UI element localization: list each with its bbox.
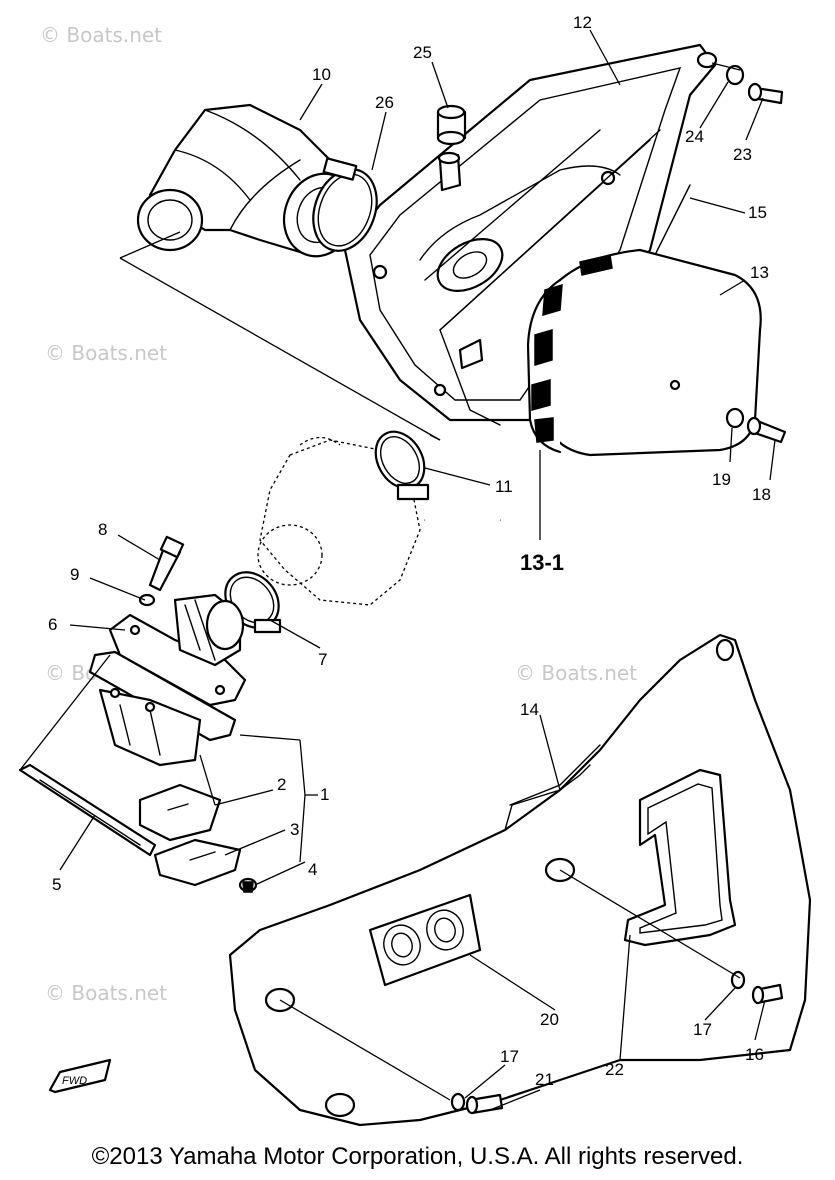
reed-valve-assembly	[88, 650, 237, 767]
decal-20	[368, 893, 482, 987]
washer-17b	[450, 1092, 466, 1112]
washer-19	[725, 407, 745, 429]
callout-7: 7	[318, 650, 327, 669]
screw-23	[747, 82, 784, 105]
washer-24	[725, 64, 745, 86]
side-cover	[228, 633, 812, 1127]
callout-19: 19	[712, 470, 731, 489]
decal-22	[623, 768, 737, 947]
callout-14: 14	[520, 700, 539, 719]
callout-18: 18	[752, 485, 771, 504]
reed-stopper-3	[153, 838, 242, 887]
carburetor-outline	[257, 436, 421, 606]
intake-manifold	[108, 593, 247, 707]
watermark: © Boats.net	[45, 341, 167, 365]
cap-25	[436, 104, 467, 146]
callout-22: 22	[605, 1060, 624, 1079]
callout-17b: 17	[500, 1047, 519, 1066]
watermark: © Boats.net	[515, 661, 637, 685]
callout-15: 15	[748, 203, 767, 222]
callout-11: 11	[495, 477, 513, 496]
callout-4: 4	[308, 860, 317, 879]
callout-21: 21	[535, 1070, 554, 1089]
callout-13: 13	[750, 263, 769, 282]
bolt-8	[148, 535, 185, 592]
copyright-notice: ©2013 Yamaha Motor Corporation, U.S.A. A…	[91, 1143, 744, 1170]
reed-petal-2	[138, 783, 222, 842]
screw-4	[238, 877, 258, 893]
callout-1: 1	[320, 785, 329, 804]
gasket-5	[18, 763, 157, 857]
clamp-11	[374, 430, 430, 501]
callout-5: 5	[52, 875, 61, 894]
callout-17a: 17	[693, 1020, 712, 1039]
callout-3: 3	[290, 820, 299, 839]
forward-arrow-icon: FWD	[48, 1058, 112, 1094]
callout-9: 9	[70, 565, 79, 584]
air-filter-element	[526, 248, 762, 457]
callout-23: 23	[733, 145, 752, 164]
callout-12: 12	[573, 13, 592, 32]
callout-26: 26	[375, 93, 394, 112]
strap-rod	[439, 129, 661, 426]
callout-10: 10	[312, 65, 331, 84]
screw-18	[746, 416, 787, 444]
parts-diagram: © Boats.net © Boats.net © Boats.net © Bo…	[18, 13, 812, 1127]
callout-8: 8	[98, 520, 107, 539]
callout-20: 20	[540, 1010, 559, 1029]
callout-16: 16	[745, 1045, 764, 1064]
washer-17a	[730, 970, 746, 990]
watermark: © Boats.net	[45, 981, 167, 1005]
washer-9	[138, 593, 156, 607]
callout-25: 25	[413, 43, 432, 62]
screw-16	[751, 983, 784, 1005]
breather-pipe	[654, 184, 691, 256]
screw-21	[465, 1093, 504, 1115]
callout-6: 6	[48, 615, 57, 634]
air-cleaner-case	[343, 43, 718, 422]
callout-13-1: 13-1	[520, 550, 564, 575]
watermark: © Boats.net	[40, 23, 162, 47]
fwd-label: FWD	[62, 1075, 87, 1087]
hose-clamp-26	[312, 157, 378, 252]
callout-2: 2	[277, 775, 286, 794]
callout-24: 24	[685, 127, 704, 146]
